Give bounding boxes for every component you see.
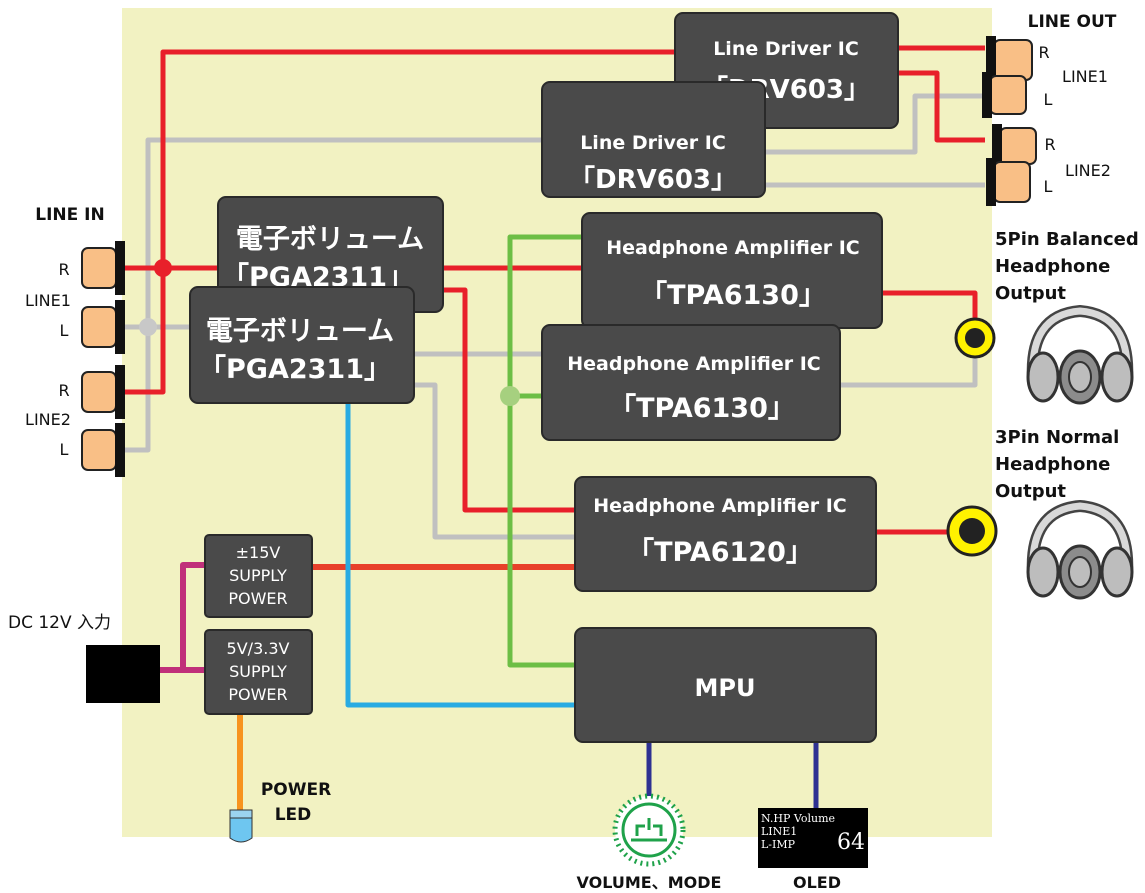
power-led-icon [229,809,253,843]
hp-amp-tpa6130-1: Headphone Amplifier IC 「TPA6130」 [581,212,883,329]
block-name: Headphone Amplifier IC [606,237,860,259]
normal-label: Output [995,481,1066,502]
jack-label: LINE2 [1065,161,1111,180]
wire-control-green [507,234,582,668]
dc-jack [86,645,160,703]
block-name: 電子ボリューム [236,224,424,255]
headphones-icon [1026,499,1134,600]
hp-amp-tpa6120: Headphone Amplifier IC 「TPA6120」 [574,476,877,592]
line-out-jacks [982,36,1037,206]
balanced-label: 5Pin Balanced [995,229,1139,250]
wire-r-line2-bus [125,49,675,395]
wire-l-line2-bus [125,137,542,453]
jack-out1-l [982,72,1027,118]
jack-line2-r [81,365,125,419]
supply-line3: POWER [228,685,287,704]
wire-l-out1 [765,93,985,155]
balanced-label: Headphone [995,256,1110,277]
block-part: 「TPA6130」 [609,392,795,424]
block-name: Line Driver IC [580,132,726,154]
supply-line1: 5V/3.3V [227,639,290,658]
mpu-block: MPU [574,627,877,743]
jack-label: L [1044,177,1053,196]
block-part: 「PGA2311」 [199,353,391,385]
supply-line3: POWER [228,589,287,608]
wires [125,45,985,812]
jack-out2-l [986,158,1031,206]
line-out-label: LINE OUT [1028,12,1117,32]
block-name: Headphone Amplifier IC [567,353,821,375]
block-part: 「TPA6120」 [627,536,813,568]
power-led-label: POWER [261,780,331,800]
evol-pga2311-2: 電子ボリューム 「PGA2311」 [189,286,415,404]
oled-line2: LINE1 [761,825,797,838]
jack-label: R [1038,43,1049,62]
hp-amp-tpa6130-2: Headphone Amplifier IC 「TPA6130」 [541,324,841,441]
oled-volume-value: 64 [837,830,865,855]
jack-label: R [58,381,69,400]
jack-line1-r [81,241,125,295]
dc-input-label: DC 12V 入力 [8,613,111,633]
oled-line3: L-IMP [761,838,796,851]
block-name: MPU [695,674,756,702]
junction-control [500,386,520,406]
wire-r-out2 [898,70,985,143]
block-name: Headphone Amplifier IC [593,495,847,517]
balanced-label: Output [995,283,1066,304]
line-driver-ic-2: Line Driver IC 「DRV603」 [541,81,766,198]
jack-out1-r [986,36,1033,84]
junction-r [154,259,172,277]
line-in-jacks [81,241,125,477]
supply-line2: SUPPLY [229,662,287,681]
jack-line2-l [81,423,125,477]
jack-label: L [60,440,69,459]
supply-line2: SUPPLY [229,566,287,585]
wire-l-evol-tpa6120 [414,382,575,540]
jack-label: L [1044,90,1053,109]
jack-label: LINE1 [25,291,71,310]
power-led-label: LED [275,805,312,825]
jack-label: L [60,321,69,340]
block-name: 電子ボリューム [206,316,394,347]
jack-line1-l [81,300,125,354]
balanced-output-jack [954,317,996,359]
wire-dc-15v [160,562,205,673]
jack-label: LINE1 [1062,67,1108,86]
volume-mode-label: VOLUME、MODE [577,873,722,892]
supply-15v-block: ±15V SUPPLY POWER [204,534,313,618]
supply-line1: ±15V [236,543,281,562]
normal-label: Headphone [995,454,1110,475]
line-in-label: LINE IN [35,205,104,225]
block-name: Line Driver IC [713,38,859,60]
block-part: 「DRV603」 [569,164,737,195]
jack-label: LINE2 [25,410,71,429]
jack-label: R [58,260,69,279]
normal-output-jack [946,505,998,557]
volume-encoder-icon [612,793,686,867]
oled-display: N.HP Volume LINE1 L-IMP 64 [758,808,868,868]
jack-label: R [1044,135,1055,154]
headphones-icon [1026,304,1134,405]
supply-5v-block: 5V/3.3V SUPPLY POWER [204,629,313,715]
block-part: 「TPA6130」 [640,279,826,311]
evol-pga2311-1: 電子ボリューム 「PGA2311」 [217,196,444,313]
normal-label: 3Pin Normal [995,427,1119,448]
wire-spi [345,403,575,708]
oled-label: OLED [793,873,841,892]
wire-r-balanced [882,290,978,318]
oled-line1: N.HP Volume [761,812,835,825]
junction-l [139,318,157,336]
